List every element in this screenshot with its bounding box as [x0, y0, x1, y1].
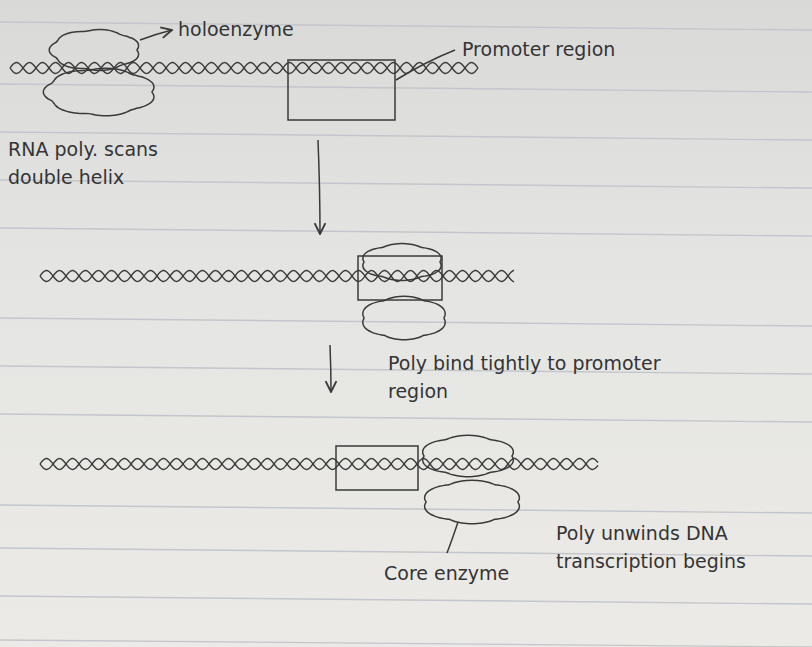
promoter-box: [336, 446, 418, 490]
promoter-box: [288, 60, 395, 120]
step-note: RNA poly. scans double helix: [8, 136, 158, 191]
step-note: Poly unwinds DNA transcription begins: [556, 520, 791, 575]
dna-strand: [40, 271, 514, 282]
enzyme-outline: [423, 435, 514, 476]
promoter-box: [358, 256, 442, 300]
step-arrow: [318, 140, 320, 234]
ruled-lines: [0, 22, 812, 647]
enzyme-outline: [49, 30, 138, 71]
pointer-arrow: [140, 30, 172, 40]
enzyme-outline: [363, 243, 441, 280]
enzyme-blobs: [43, 30, 519, 524]
enzyme-label: Core enzyme: [384, 560, 544, 588]
step-arrow: [330, 345, 331, 392]
region-label: Promoter region: [462, 36, 682, 64]
dna-strand: [40, 459, 598, 470]
enzyme-outline: [363, 296, 445, 340]
enzyme-outline: [425, 480, 520, 524]
dna-helices: [10, 63, 598, 470]
dna-strand: [40, 270, 514, 281]
leader-line: [447, 522, 458, 553]
enzyme-outline: [43, 68, 154, 115]
step-note: Poly bind tightly to promoter region: [388, 350, 688, 405]
leader-line: [396, 50, 455, 80]
dna-strand: [40, 459, 598, 470]
enzyme-label: holoenzyme: [178, 16, 328, 44]
